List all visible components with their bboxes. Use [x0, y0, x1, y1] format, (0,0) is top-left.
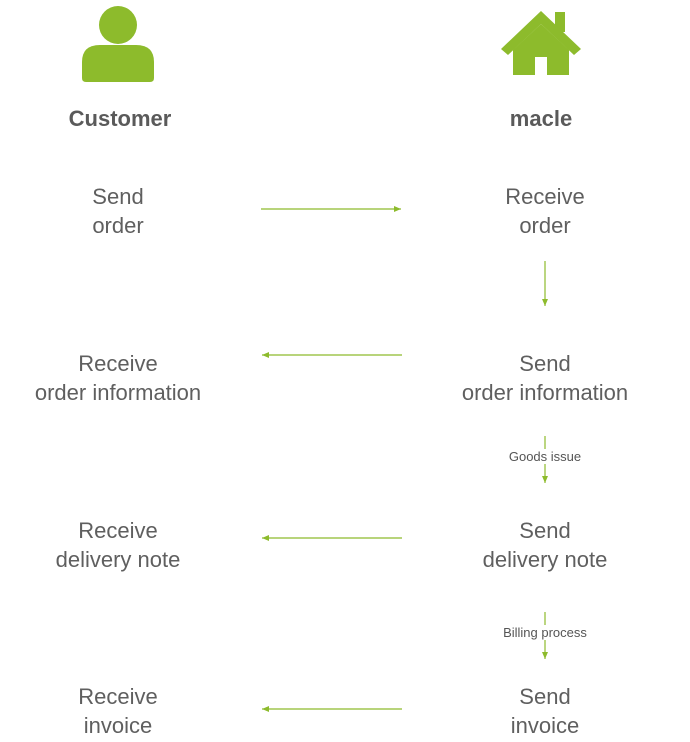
step-line-2: order — [519, 213, 571, 238]
macle-step-send-invoice: Send invoice — [415, 682, 675, 740]
step-line-1: Send — [519, 684, 571, 709]
step-line-2: delivery note — [55, 547, 181, 572]
step-line-2: invoice — [510, 713, 580, 738]
step-line-2: invoice — [83, 713, 153, 738]
step-line-1: Send — [519, 351, 571, 376]
customer-step-receive-invoice: Receive invoice — [0, 682, 248, 740]
person-icon — [82, 6, 154, 82]
step-line-2: delivery note — [482, 547, 608, 572]
billing-process-label: Billing process — [475, 625, 615, 640]
macle-step-receive-order: Receive order — [415, 182, 675, 240]
macle-heading: macle — [509, 106, 573, 131]
house-icon — [501, 11, 581, 75]
macle-step-send-delivery-note: Send delivery note — [415, 516, 675, 574]
step-line-2: order — [92, 213, 144, 238]
step-line-1: Send — [519, 518, 571, 543]
step-line-1: Send — [92, 184, 144, 209]
step-line-1: Receive — [78, 684, 158, 709]
macle-step-send-order-information: Send order information — [415, 349, 675, 407]
customer-step-send-order: Send order — [0, 182, 248, 240]
step-line-1: Receive — [78, 351, 158, 376]
customer-step-receive-delivery-note: Receive delivery note — [0, 516, 248, 574]
step-line-2: order information — [461, 380, 629, 405]
customer-step-receive-order-information: Receive order information — [0, 349, 248, 407]
customer-heading: Customer — [68, 106, 172, 131]
step-line-1: Receive — [78, 518, 158, 543]
step-line-2: order information — [34, 380, 202, 405]
step-line-1: Receive — [505, 184, 585, 209]
goods-issue-label: Goods issue — [475, 449, 615, 464]
